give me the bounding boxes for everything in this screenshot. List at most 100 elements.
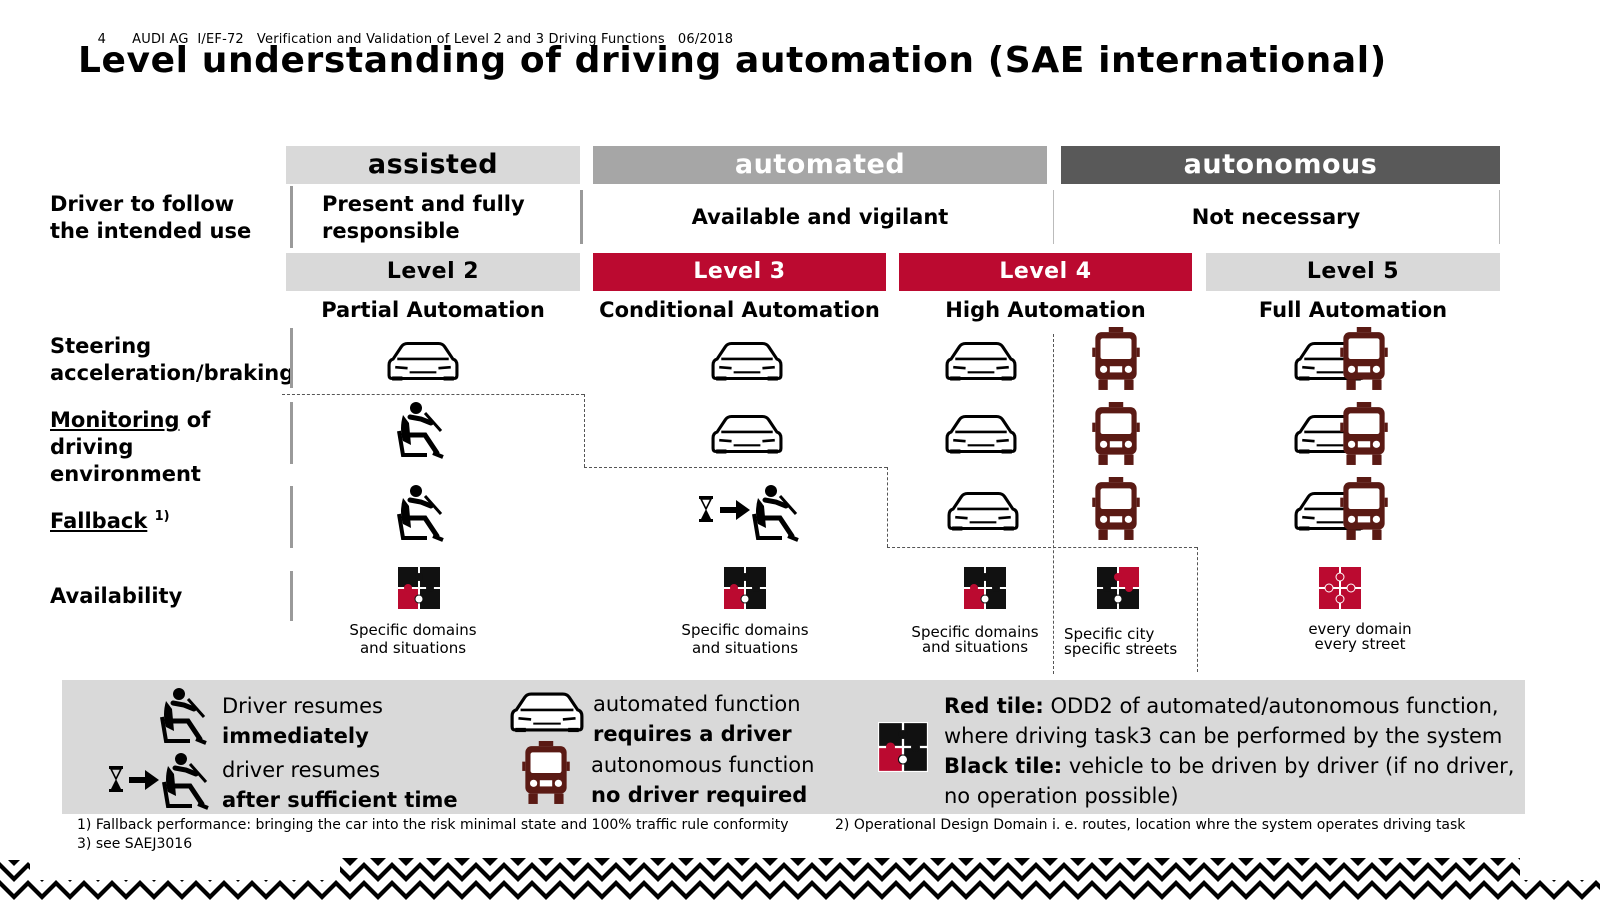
car-icon <box>945 340 1017 382</box>
level-4-name: High Automation <box>945 298 1146 322</box>
hourglass-icon <box>699 496 713 522</box>
bus-icon <box>1092 477 1140 541</box>
car-icon <box>387 340 459 382</box>
separator <box>1053 190 1054 244</box>
legend-tiles: Red tile: ODD2 of automated/autonomous f… <box>944 691 1524 811</box>
department: I/EF-72 <box>197 32 244 47</box>
arrow-icon <box>719 500 751 520</box>
driver-icon <box>397 484 451 542</box>
hourglass-icon <box>109 766 123 792</box>
legend-automated-function: automated function <box>593 692 801 716</box>
legend <box>62 680 1525 814</box>
level-5-name: Full Automation <box>1258 298 1448 322</box>
bus-icon <box>1092 402 1140 466</box>
boundary-line <box>1197 547 1198 672</box>
level-2-name: Partial Automation <box>321 298 545 322</box>
car-icon <box>945 413 1017 455</box>
footnote-1: 1) Fallback performance: bringing the ca… <box>77 817 789 833</box>
fallback-label: Fallback <box>50 509 148 533</box>
separator <box>290 571 293 621</box>
legend-black-tile-text: vehicle to be driven by driver (if no dr… <box>944 754 1515 808</box>
separator <box>290 486 293 548</box>
separator <box>290 328 293 388</box>
row-label-availability: Availability <box>50 584 183 608</box>
decorative-pattern-band <box>0 858 1600 900</box>
boundary-line <box>887 467 888 547</box>
legend-requires-driver: requires a driver <box>593 722 792 746</box>
bus-icon <box>1340 402 1388 466</box>
monitoring-rest: of driving environment <box>50 408 211 486</box>
bus-icon <box>522 741 570 805</box>
category-autonomous: autonomous <box>1061 146 1500 184</box>
level-3-header: Level 3 <box>593 253 886 291</box>
boundary-line <box>584 394 585 467</box>
footnote-2: 2) Operational Design Domain i. e. route… <box>835 817 1466 833</box>
separator <box>290 186 293 248</box>
legend-autonomous: autonomous function no driver required <box>591 750 814 810</box>
availability-l2: Specific domains and situations <box>349 621 477 657</box>
availability-l5: every domain every street <box>1308 620 1412 653</box>
driver-status-automated: Available and vigilant <box>691 205 949 229</box>
arrow-icon <box>128 770 160 790</box>
driver-status-autonomous: Not necessary <box>1191 205 1361 229</box>
level-2-header: Level 2 <box>286 253 580 291</box>
date: 06/2018 <box>677 32 734 47</box>
bus-icon <box>1340 327 1388 391</box>
fallback-note: 1) <box>154 509 170 524</box>
row-label-steering: Steering acceleration/braking <box>50 334 295 385</box>
bus-icon <box>1340 477 1388 541</box>
availability-l4a: Specific domains and situations <box>911 623 1039 656</box>
boundary-line <box>282 394 584 395</box>
puzzle-red-icon <box>1318 566 1362 610</box>
legend-driver-resumes-line2: driver resumes <box>222 758 381 782</box>
availability-l4b: Specific city specific streets <box>1064 625 1178 658</box>
puzzle-icon <box>963 566 1007 610</box>
car-icon <box>510 690 584 734</box>
legend-red-tile-label: Red tile: <box>944 694 1044 718</box>
puzzle-icon <box>397 566 441 610</box>
boundary-line <box>887 547 1197 548</box>
legend-driver-resumes-later: driver resumes after sufficient time <box>222 755 458 815</box>
category-automated: automated <box>593 146 1047 184</box>
driver-icon <box>162 752 216 810</box>
availability-l3: Specific domains and situations <box>681 621 809 657</box>
boundary-line <box>584 467 887 468</box>
page-number: 4 <box>97 32 107 47</box>
puzzle-icon <box>723 566 767 610</box>
separator <box>290 402 293 464</box>
puzzle-icon <box>876 722 930 772</box>
slide-meta: 4 AUDI AG I/EF-72 Verification and Valid… <box>89 17 733 47</box>
separator <box>1499 190 1500 244</box>
driver-icon <box>160 687 214 745</box>
row-label-fallback: Fallback 1) <box>50 503 170 535</box>
car-icon <box>711 340 783 382</box>
legend-after-time: after sufficient time <box>222 788 458 812</box>
legend-red-tile: Red tile: ODD2 of automated/autonomous f… <box>944 691 1524 751</box>
bus-icon <box>1092 327 1140 391</box>
puzzle-city-icon <box>1096 566 1140 610</box>
legend-automated: automated function requires a driver <box>593 689 801 749</box>
level-3-name: Conditional Automation <box>599 298 880 322</box>
page-title: Level understanding of driving automatio… <box>78 40 1387 81</box>
separator <box>580 190 583 244</box>
legend-immediately: immediately <box>222 724 369 748</box>
row-label-driver: Driver to follow the intended use <box>50 192 252 243</box>
legend-autonomous-function: autonomous function <box>591 753 815 777</box>
legend-red-tile-text: ODD2 of automated/autonomous function, w… <box>944 694 1503 748</box>
level-4-header: Level 4 <box>899 253 1192 291</box>
driver-icon <box>752 484 806 542</box>
footnote-3: 3) see SAEJ3016 <box>77 836 193 852</box>
boundary-line <box>1053 334 1054 674</box>
category-assisted: assisted <box>286 146 580 184</box>
car-icon <box>711 413 783 455</box>
legend-driver-resumes: Driver resumes immediately <box>222 691 383 751</box>
legend-black-tile: Black tile: vehicle to be driven by driv… <box>944 751 1524 811</box>
legend-black-tile-label: Black tile: <box>944 754 1063 778</box>
legend-no-driver: no driver required <box>591 783 808 807</box>
driver-status-assisted: Present and fully responsible <box>322 192 525 243</box>
presentation-title: Verification and Validation of Level 2 a… <box>256 32 665 47</box>
company: AUDI AG <box>132 32 189 47</box>
monitoring-underlined: Monitoring <box>50 408 180 432</box>
car-icon <box>947 490 1019 532</box>
driver-icon <box>397 401 451 459</box>
